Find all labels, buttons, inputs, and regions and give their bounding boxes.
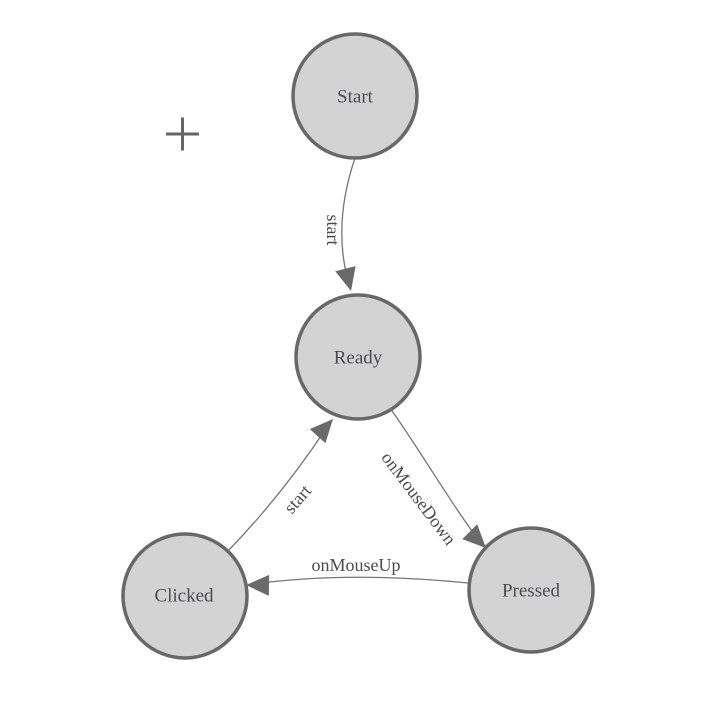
state-circle-clicked[interactable] <box>121 532 249 660</box>
state-label: Ready <box>334 348 383 369</box>
edge-label: onMouseUp <box>312 555 401 575</box>
arrowhead-icon <box>309 419 333 444</box>
crosshair-icon <box>166 117 199 151</box>
arrowhead-icon <box>246 574 270 596</box>
edge-label: start <box>323 215 343 246</box>
state-label: Pressed <box>502 581 561 602</box>
node-clicked[interactable]: Clicked <box>121 532 249 660</box>
edge-label: onMouseDown <box>377 448 460 549</box>
arrowhead-icon <box>335 266 356 291</box>
edge-line[interactable] <box>227 426 328 552</box>
state-circle-pressed[interactable] <box>467 526 595 654</box>
edge-start-ready[interactable]: start <box>323 157 361 294</box>
edge-ready-pressed[interactable]: onMouseDown <box>377 407 493 555</box>
node-ready[interactable]: Ready <box>294 293 422 421</box>
node-start[interactable]: Start <box>291 32 419 160</box>
arrowhead-icon <box>462 524 486 548</box>
state-label: Start <box>337 87 374 108</box>
edge-clicked-ready[interactable]: start <box>227 412 341 552</box>
state-circle-ready[interactable] <box>294 293 422 421</box>
edge-line[interactable] <box>252 576 469 585</box>
edge-pressed-clicked[interactable]: onMouseUp <box>246 555 469 596</box>
node-pressed[interactable]: Pressed <box>467 526 595 654</box>
state-label: Clicked <box>154 586 214 607</box>
